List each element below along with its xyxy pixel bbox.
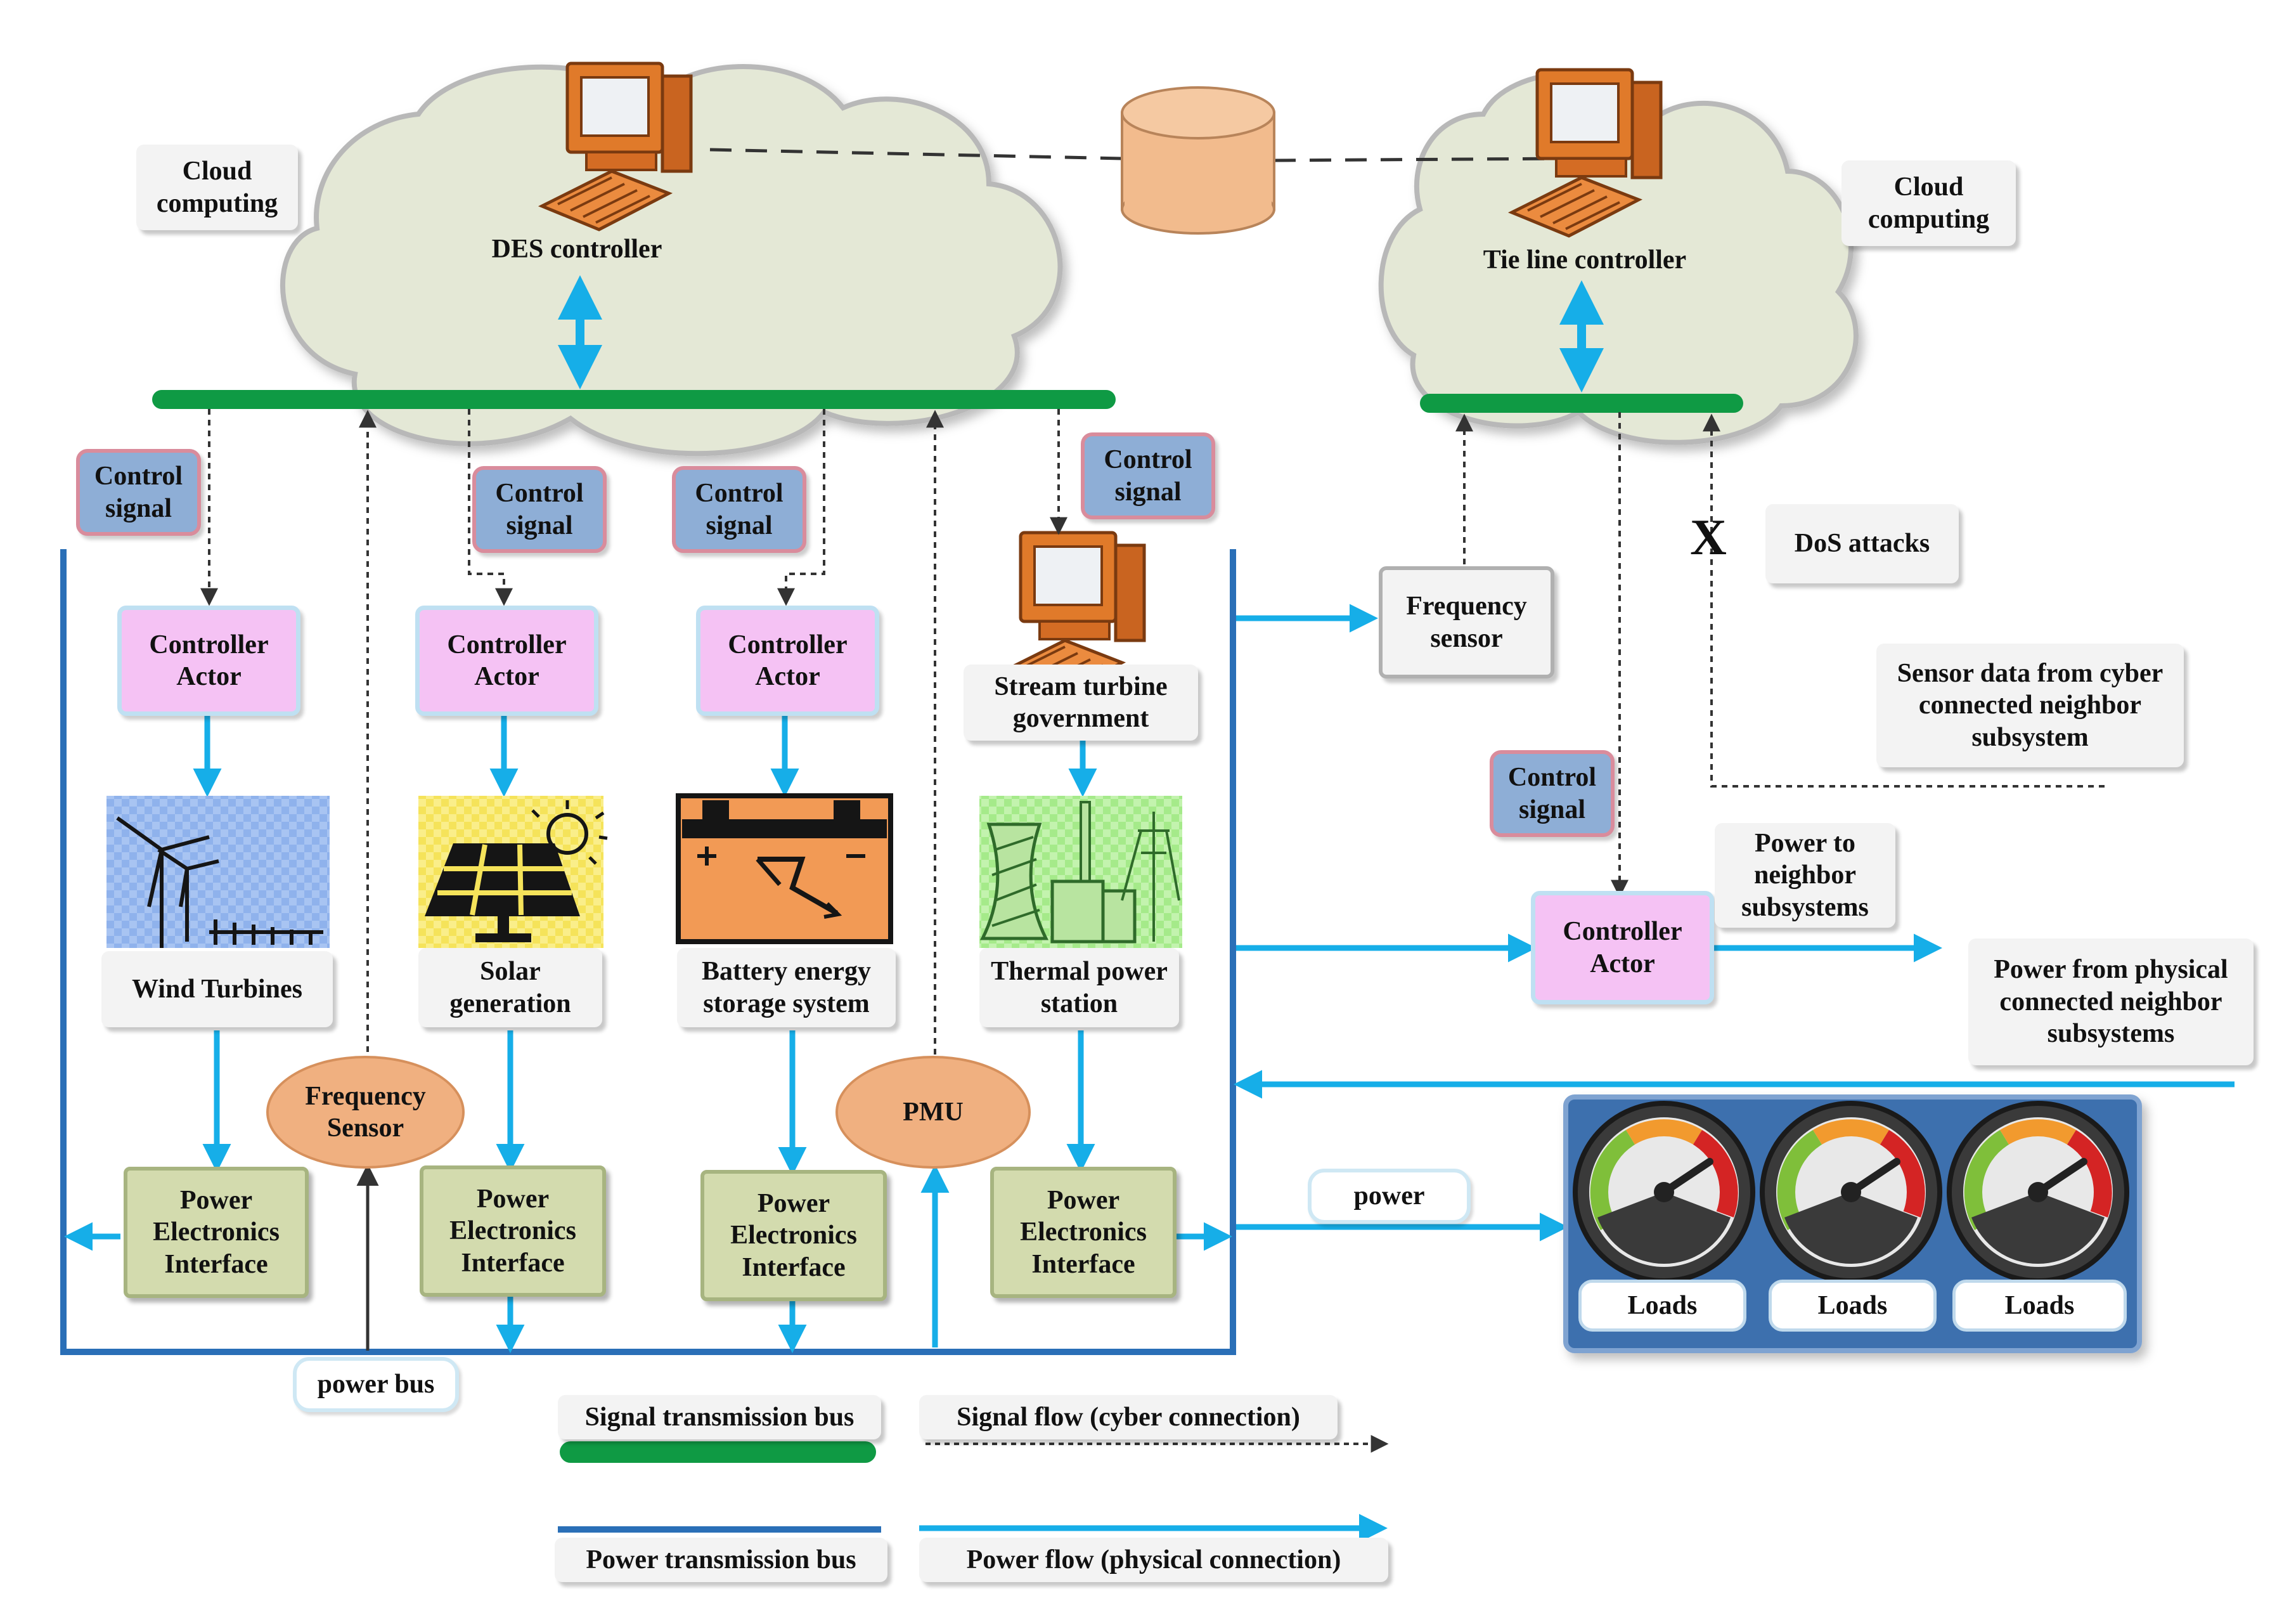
load-label-2: Loads (1769, 1280, 1937, 1332)
des-controller-label: DES controller (491, 235, 662, 264)
gauge-icon (1762, 1103, 1940, 1281)
control-signal-3: Control signal (672, 466, 806, 553)
solar-generation-label: Solar generation (418, 948, 602, 1027)
pe-interface-battery: Power Electronics Interface (700, 1170, 887, 1301)
cloud-computing-label-right: Cloud computing (1841, 160, 2016, 246)
battery-image (676, 793, 893, 944)
control-signal-2: Control signal (472, 466, 607, 553)
gauge-icon (1949, 1103, 2127, 1281)
controller-actor-wind: Controller Actor (117, 606, 300, 716)
pe-interface-thermal: Power Electronics Interface (990, 1167, 1177, 1298)
pe-interface-solar: Power Electronics Interface (420, 1165, 606, 1297)
legend-signal-flow-label: Signal flow (cyber connection) (919, 1395, 1338, 1439)
power-bus-label: power bus (293, 1357, 459, 1412)
power-bus (60, 549, 1236, 1355)
controller-actor-tie: Controller Actor (1531, 891, 1714, 1004)
load-label-1: Loads (1578, 1280, 1746, 1332)
thermal-station-label: Thermal power station (979, 948, 1179, 1027)
thermal-plant-image (979, 796, 1182, 948)
dos-attacks-label: DoS attacks (1765, 504, 1959, 583)
cloud-computing-label-left: Cloud computing (136, 145, 298, 230)
gauge-icon (1575, 1103, 1753, 1281)
tie-line-controller-label: Tie line controller (1483, 245, 1687, 275)
controller-actor-solar: Controller Actor (415, 606, 598, 716)
database-icon (1121, 86, 1275, 235)
stream-turbine-label: Stream turbine government (964, 665, 1198, 741)
power-to-neighbor-label: Power to neighbor subsystems (1715, 823, 1895, 928)
legend-power-bus-label: Power transmission bus (555, 1538, 887, 1582)
legend-power-flow-label: Power flow (physical connection) (919, 1538, 1388, 1582)
control-signal-4: Control signal (1081, 432, 1215, 519)
controller-actor-battery: Controller Actor (696, 606, 879, 716)
pe-interface-wind: Power Electronics Interface (124, 1167, 309, 1298)
sensor-data-label: Sensor data from cyber connected neighbo… (1876, 644, 2184, 767)
solar-panel-image (418, 796, 608, 948)
control-signal-5: Control signal (1490, 750, 1615, 837)
control-signal-1: Control signal (76, 449, 201, 536)
frequency-sensor-ellipse: Frequency Sensor (266, 1056, 465, 1169)
wind-turbines-label: Wind Turbines (101, 951, 333, 1027)
power-from-neighbor-label: Power from physical connected neighbor s… (1968, 938, 2254, 1065)
power-label: power (1308, 1169, 1471, 1224)
dos-x-mark: X (1690, 510, 1727, 566)
battery-storage-label: Battery energy storage system (677, 948, 896, 1027)
wind-turbines-image (106, 796, 330, 948)
legend-signal-bus-label: Signal transmission bus (558, 1395, 881, 1439)
cloud-left (280, 64, 1063, 457)
frequency-sensor-box: Frequency sensor (1379, 566, 1554, 678)
pmu-ellipse: PMU (835, 1056, 1031, 1169)
load-label-3: Loads (1952, 1280, 2127, 1332)
